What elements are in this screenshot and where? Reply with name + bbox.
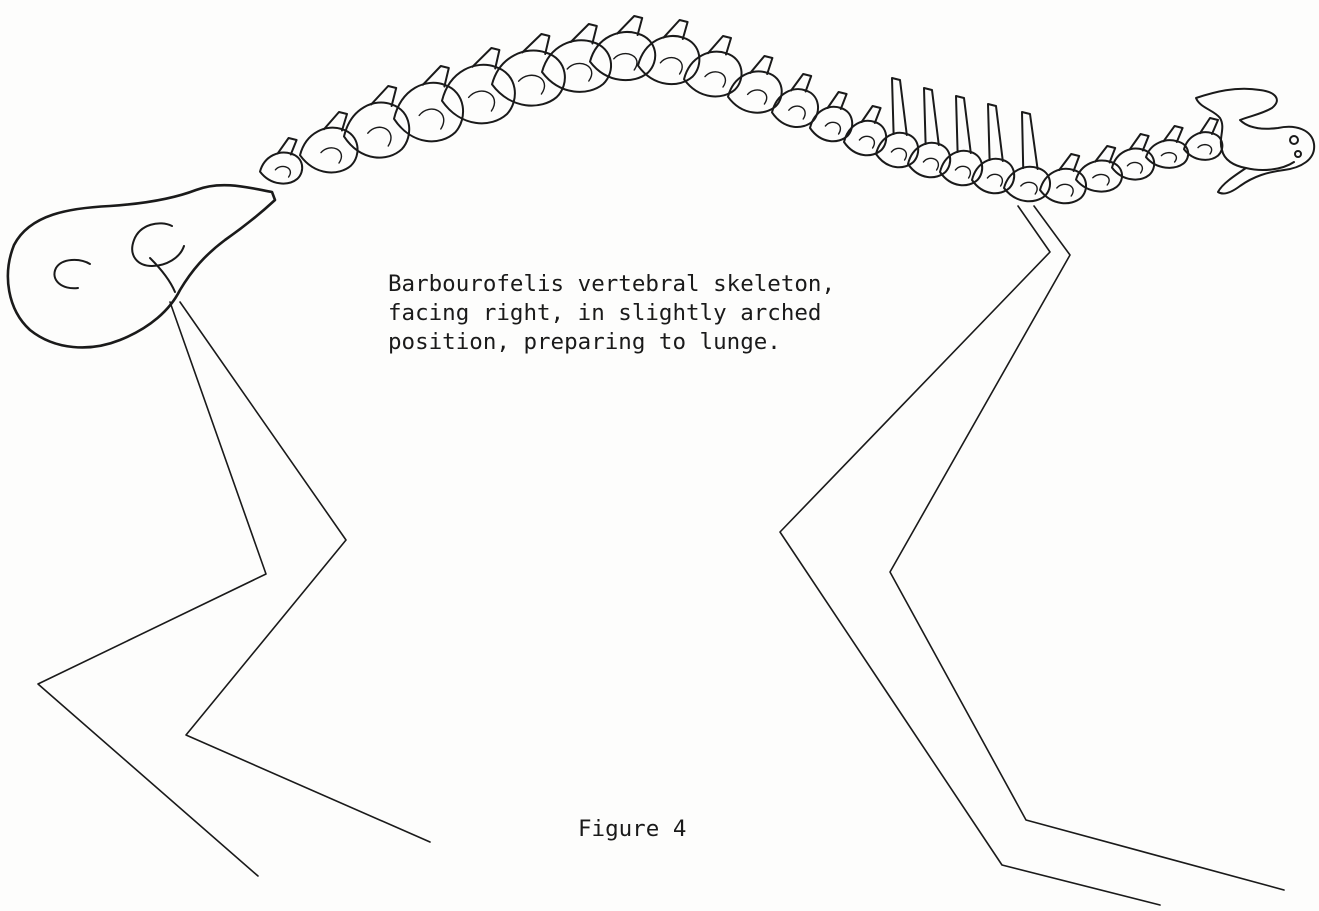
vertebra <box>300 128 358 173</box>
vertebra <box>844 121 886 155</box>
vertebra <box>260 153 302 184</box>
vertebra-process <box>368 127 391 146</box>
vertebra <box>940 151 982 185</box>
vertebra-process <box>891 148 906 160</box>
skull <box>1196 89 1314 194</box>
vertebra-process <box>748 90 767 104</box>
vertebra <box>684 52 742 97</box>
vertebra-process <box>1057 184 1073 196</box>
vertebra-process <box>1021 182 1037 194</box>
neural-spine <box>924 88 939 145</box>
caption-line-1: Barbourofelis vertebral skeleton, <box>388 270 988 299</box>
hind-limb <box>38 302 430 876</box>
vertebra-process <box>859 136 874 148</box>
vertebra-process <box>825 122 840 134</box>
vertebra-process <box>923 158 938 170</box>
vertebra-process <box>275 166 290 177</box>
vertebra <box>542 40 611 92</box>
vertebra-process <box>1198 145 1212 154</box>
caption-line-3: position, preparing to lunge. <box>388 328 988 357</box>
vertebra-process <box>987 174 1002 186</box>
pelvis <box>8 185 275 347</box>
vertebra <box>638 36 699 84</box>
vertebra-process <box>955 166 970 178</box>
vertebra-process <box>567 63 592 81</box>
vertebra <box>772 89 818 127</box>
vertebra-process <box>789 106 805 119</box>
neural-spine <box>988 104 1003 161</box>
vertebra-process <box>519 75 545 94</box>
vertebra-process <box>321 148 341 163</box>
vertebra-process <box>1161 153 1176 162</box>
figure-caption: Barbourofelis vertebral skeleton, facing… <box>388 270 988 357</box>
vertebra <box>1146 140 1188 168</box>
neural-spine <box>956 96 971 153</box>
neural-spine <box>892 78 907 135</box>
figure-label: Figure 4 <box>578 816 686 842</box>
caption-line-2: facing right, in slightly arched <box>388 299 988 328</box>
vertebra <box>972 159 1014 193</box>
vertebra-process <box>419 109 444 129</box>
vertebra <box>1184 132 1222 160</box>
vertebra-process <box>469 91 495 111</box>
vertebra-process <box>1127 162 1142 173</box>
vertebra-process <box>1093 174 1109 185</box>
vertebra <box>344 103 409 158</box>
vertebra <box>492 51 565 106</box>
vertebra-process <box>614 54 637 70</box>
vertebra <box>442 65 515 124</box>
vertebra-process <box>660 58 682 74</box>
neural-spine <box>1022 112 1038 169</box>
vertebra-process <box>705 72 725 87</box>
vertebral-column <box>260 16 1222 203</box>
